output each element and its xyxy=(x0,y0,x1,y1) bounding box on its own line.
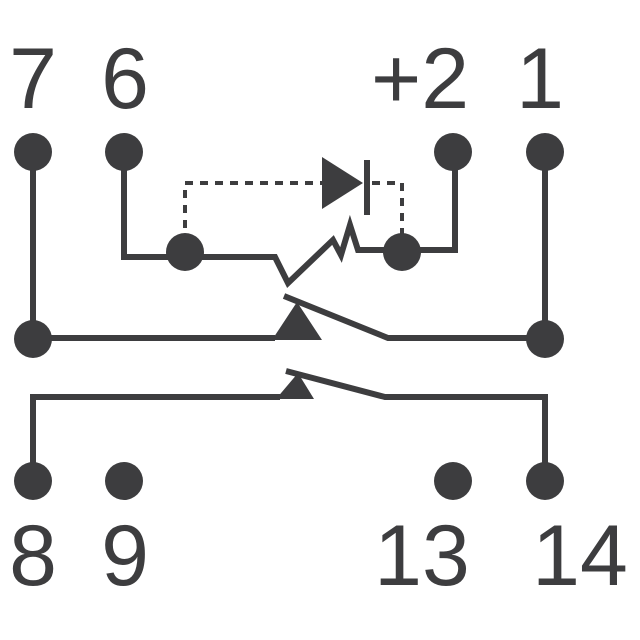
pin-label-1: 1 xyxy=(516,31,564,127)
contact-triangle-lower xyxy=(276,373,314,399)
wire-coil-zigzag xyxy=(185,214,400,288)
switch-arm-lower xyxy=(285,368,548,480)
pin-label-14: 14 xyxy=(532,508,628,604)
pin-label-6: 6 xyxy=(101,31,149,127)
diode-dashed-return xyxy=(372,181,404,243)
terminal-dot-14 xyxy=(526,462,564,500)
junction-dot-coil-right xyxy=(383,233,421,271)
junction-dot-coil-left xyxy=(166,233,204,271)
wire-pin6-coil xyxy=(121,152,185,260)
pin-label-plus2: +2 xyxy=(371,31,469,127)
terminal-dot-6 xyxy=(105,133,143,171)
terminal-dot-9 xyxy=(105,462,143,500)
junction-dot-pin1 xyxy=(526,320,564,358)
wire-pin8 xyxy=(30,394,280,480)
terminal-dot-1 xyxy=(526,133,564,171)
terminal-dot-7 xyxy=(14,133,52,171)
terminal-dot-13 xyxy=(434,462,472,500)
junction-dot-pin7 xyxy=(14,320,52,358)
pin-label-7: 7 xyxy=(9,31,57,127)
diode-dashed-path xyxy=(183,181,322,243)
pin-label-9: 9 xyxy=(101,508,149,604)
wire-pin7 xyxy=(30,152,275,341)
pin-label-13: 13 xyxy=(374,508,470,604)
terminal-dot-plus2 xyxy=(434,133,472,171)
terminal-dot-8 xyxy=(14,462,52,500)
pin-label-8: 8 xyxy=(9,508,57,604)
switch-arm-upper xyxy=(282,293,545,341)
contact-triangle-upper xyxy=(272,302,322,340)
diode-icon xyxy=(322,157,363,209)
